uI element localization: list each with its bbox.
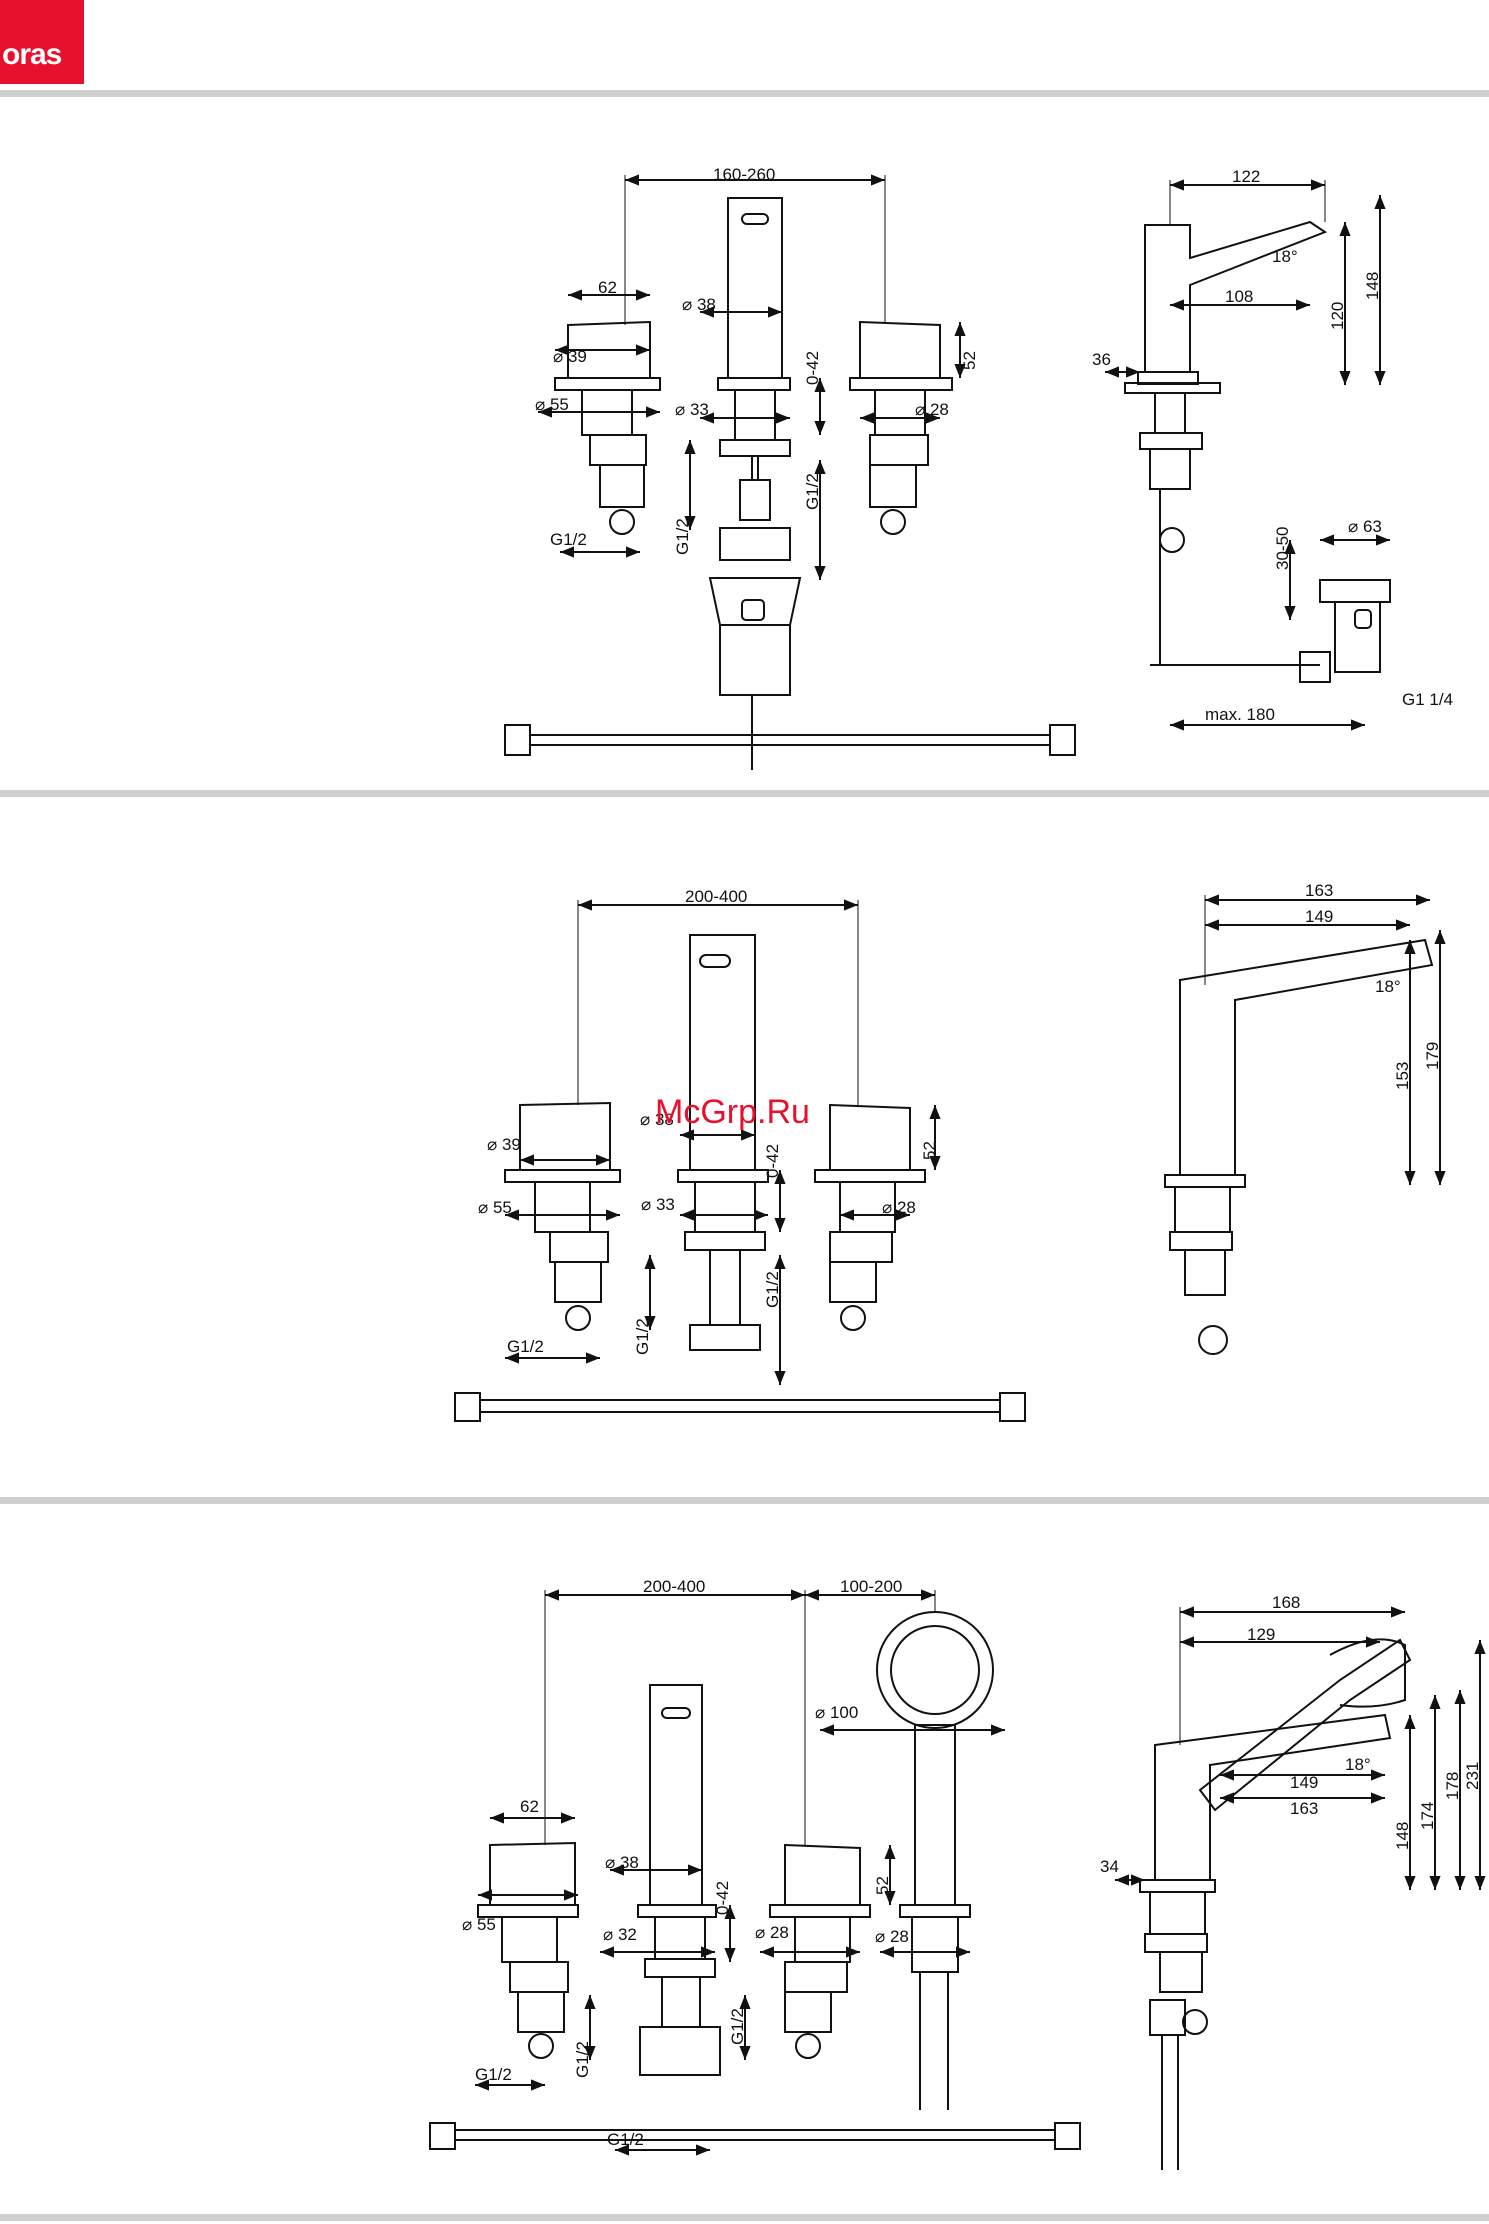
dim-spout-dia: ⌀ 38: [640, 1110, 674, 1129]
side-view-2: [1164, 938, 1434, 1355]
dim-thread-c: G1/2: [803, 473, 822, 510]
side-view-1: [1124, 220, 1391, 683]
dim-valve-base: ⌀ 28: [882, 1198, 916, 1217]
dim-spout-base: ⌀ 33: [675, 400, 709, 419]
dim-lift-rod: 34: [1100, 1857, 1119, 1876]
dim-angle: 18°: [1345, 1755, 1371, 1774]
dim-handle-width: 62: [520, 1797, 539, 1816]
dim-width-range: 200-400: [685, 887, 747, 906]
dim-reach-a: 149: [1290, 1773, 1318, 1792]
front-view-3: [429, 1611, 1081, 2150]
dim-angle: 18°: [1375, 977, 1401, 996]
dim-handle-h: 52: [920, 1141, 939, 1160]
front-view-1: [504, 197, 1076, 770]
dim-height-2: 174: [1418, 1802, 1437, 1830]
side-view-3: [1139, 1638, 1412, 2170]
dim-thread-c: G1/2: [728, 2008, 747, 2045]
dim-spout-base: ⌀ 32: [603, 1925, 637, 1944]
dim-thread-a: G1/2: [550, 530, 587, 549]
dim-shower-dia: ⌀ 100: [815, 1703, 858, 1722]
dim-valve-base: ⌀ 28: [755, 1923, 789, 1942]
dim-height-2: 179: [1423, 1042, 1442, 1070]
dim-reach: 163: [1305, 881, 1333, 900]
dim-height-3: 178: [1443, 1772, 1462, 1800]
dim-popup-adj: 30-50: [1273, 527, 1292, 570]
watermark: McGrp.Ru: [655, 1093, 810, 1131]
header-divider: [0, 90, 1489, 97]
dim-valve-base: ⌀ 28: [915, 400, 949, 419]
section-divider-1: [0, 790, 1489, 797]
dim-height-2: 148: [1363, 272, 1382, 300]
dim-thread-b: G1/2: [673, 518, 692, 555]
dim-popup-dia: ⌀ 63: [1348, 517, 1382, 536]
dim-handle-dia: ⌀ 39: [553, 347, 587, 366]
dim-max-length: max. 180: [1205, 705, 1275, 724]
dim-spout-adj: 0-42: [713, 1881, 732, 1915]
dim-thread-a: G1/2: [507, 1337, 544, 1356]
dim-spout-adj: 0-42: [803, 351, 822, 385]
dim-handle-dia: ⌀ 39: [487, 1135, 521, 1154]
front-view-2: [454, 934, 1026, 1422]
dim-shower-base: ⌀ 28: [875, 1927, 909, 1946]
dim-spout-dia: ⌀ 38: [682, 295, 716, 314]
logo-text: oras: [2, 38, 62, 71]
oras-logo: oras: [0, 0, 84, 84]
dim-spout-dia: ⌀ 38: [605, 1853, 639, 1872]
dim-reach-shower: 129: [1247, 1625, 1275, 1644]
section-divider-2: [0, 1497, 1489, 1504]
dim-spout-base: ⌀ 33: [641, 1195, 675, 1214]
dim-width-range: 200-400: [643, 1577, 705, 1596]
dim-thread-b: G1/2: [573, 2041, 592, 2078]
dim-width-range: 160-260: [713, 165, 775, 184]
dim-reach: 168: [1272, 1593, 1300, 1612]
footer-divider: [0, 2214, 1489, 2221]
dim-reach-inner: 149: [1305, 907, 1333, 926]
dim-flange-dia: ⌀ 55: [535, 395, 569, 414]
dim-thread-d: G1/2: [607, 2130, 644, 2149]
dim-height-1: 148: [1393, 1822, 1412, 1850]
dim-handle-width: 62: [598, 278, 617, 297]
dim-angle: 18°: [1272, 247, 1298, 266]
dim-shower-range: 100-200: [840, 1577, 902, 1596]
dim-height-1: 120: [1328, 302, 1347, 330]
dim-flange-dia: ⌀ 55: [462, 1915, 496, 1934]
dim-reach-inner: 108: [1225, 287, 1253, 306]
dim-flange-dia: ⌀ 55: [478, 1198, 512, 1217]
dim-thread-b: G1/2: [633, 1318, 652, 1355]
dim-reach-b: 163: [1290, 1799, 1318, 1818]
dim-handle-h: 52: [873, 1876, 892, 1895]
dim-thread-c: G1/2: [763, 1271, 782, 1308]
dim-reach: 122: [1232, 167, 1260, 186]
dim-spout-adj: 0-42: [763, 1144, 782, 1178]
dim-popup-thread: G1 1/4: [1402, 690, 1453, 709]
dim-handle-h: 52: [960, 351, 979, 370]
dim-height-1: 153: [1393, 1062, 1412, 1090]
dim-height-4: 231: [1463, 1762, 1482, 1790]
dim-thread-a: G1/2: [475, 2065, 512, 2084]
dim-lift-rod: 36: [1092, 350, 1111, 369]
